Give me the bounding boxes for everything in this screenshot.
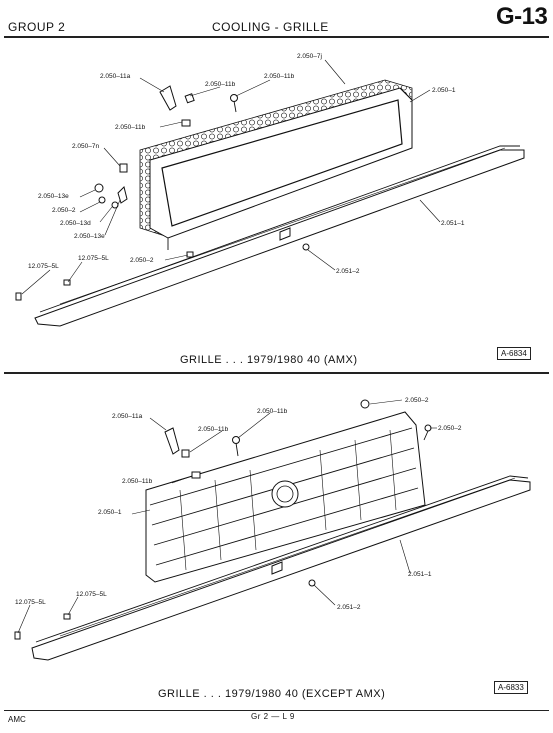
- footer-brand: AMC: [8, 715, 26, 724]
- callout: 2.051–2: [337, 604, 361, 611]
- callout: 2.050–11b: [122, 478, 153, 485]
- callout: 2.050–7n: [72, 143, 99, 150]
- bottom-valance: [31, 475, 531, 661]
- footer-page-ref: Gr 2 — L 9: [251, 712, 295, 721]
- callout: 12.075–5L: [15, 599, 46, 606]
- footer-rule: [4, 710, 549, 711]
- bottom-callouts: 2.050–11a 2.050–11b 2.050–11b 2.050–2 2.…: [15, 397, 462, 611]
- bottom-grille-assembly: [145, 411, 426, 583]
- top-leaders: [21, 59, 441, 295]
- callout: 2.050–13d: [60, 220, 91, 227]
- callout: 12.075–5L: [78, 255, 109, 262]
- callout: 2.050–2: [130, 257, 154, 264]
- callout: 2.050–11b: [115, 124, 146, 131]
- top-diagram-caption: GRILLE . . . 1979/1980 40 (AMX): [180, 354, 358, 366]
- page-code: G-13: [496, 3, 548, 30]
- bottom-diagram-ref: A-6833: [494, 681, 528, 694]
- callout: 2.050–7j: [297, 53, 322, 60]
- callout: 2.050–2: [405, 397, 429, 404]
- top-diagram-ref: A-6834: [497, 347, 531, 360]
- header-rule: [4, 36, 549, 38]
- callout: 2.050–11a: [100, 73, 131, 80]
- grille-frame-inner: [161, 99, 403, 227]
- callout: 2.050–13e: [38, 193, 69, 200]
- callout: 2.050–1: [98, 509, 122, 516]
- group-label: GROUP 2: [8, 20, 66, 34]
- callout: 2.050–2: [438, 425, 462, 432]
- bottom-diagram-caption: GRILLE . . . 1979/1980 40 (EXCEPT AMX): [158, 688, 386, 700]
- callout: 2.050–11b: [205, 81, 236, 88]
- grille-emblem: [271, 480, 299, 508]
- callout: 2.051–2: [336, 268, 360, 275]
- callout: 12.075–5L: [76, 591, 107, 598]
- callout: 2.050–11b: [198, 426, 229, 433]
- top-callouts: 2.050–11a 2.050–11b 2.050–11b 2.050–7j 2…: [28, 53, 465, 275]
- callout: 2.050–1: [432, 87, 456, 94]
- callout: 2.050–2: [52, 207, 76, 214]
- callout: 2.050–11b: [257, 408, 288, 415]
- callout: 2.051–1: [441, 220, 465, 227]
- section-title: COOLING - GRILLE: [212, 20, 329, 34]
- callout: 12.075–5L: [28, 263, 59, 270]
- callout: 2.050–11b: [264, 73, 295, 80]
- callout: 2.051–1: [408, 571, 432, 578]
- top-grille-assembly: [139, 79, 413, 250]
- callout: 2.050–13e: [74, 233, 105, 240]
- callout: 2.050–11a: [112, 413, 143, 420]
- section-divider: [4, 372, 549, 374]
- bottom-leaders: [17, 399, 437, 634]
- bottom-hardware: [14, 399, 432, 640]
